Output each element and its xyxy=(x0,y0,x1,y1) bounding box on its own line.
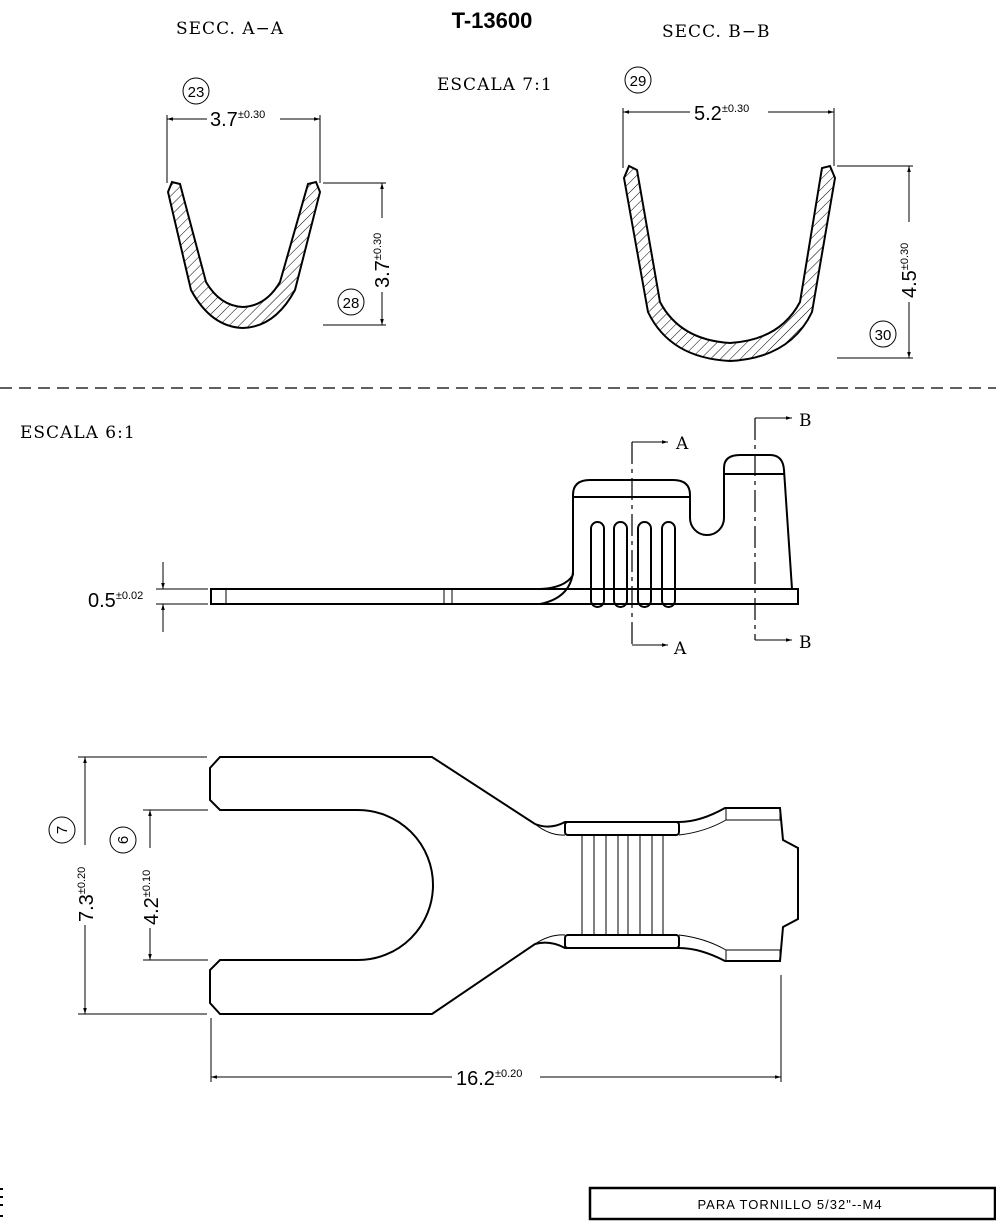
callout-7: 7 xyxy=(48,816,76,844)
svg-text:23: 23 xyxy=(188,84,205,101)
svg-text:29: 29 xyxy=(630,73,647,90)
svg-text:7: 7 xyxy=(54,826,71,834)
slot-width-tolerance: ±0.10 xyxy=(141,870,153,897)
callout-30: 30 xyxy=(869,320,897,348)
section-b-height-value: 4.5 xyxy=(899,270,921,298)
svg-text:3.7±0.30: 3.7±0.30 xyxy=(210,109,265,131)
margin-marks xyxy=(0,1188,3,1217)
section-a-width-value: 3.7 xyxy=(210,109,238,131)
slot-width-dimension: 4.2±0.10 xyxy=(141,809,208,961)
cut-b-bottom-label: B xyxy=(799,633,813,653)
callout-28: 28 xyxy=(337,288,365,316)
section-a-height-dimension: 3.7±0.30 xyxy=(323,182,394,326)
note-box: PARA TORNILLO 5/32"--M4 xyxy=(588,1186,996,1221)
section-a-label: SECC. A−A xyxy=(176,19,284,39)
callout-23: 23 xyxy=(182,77,210,105)
overall-width-dimension: 7.3±0.20 xyxy=(76,756,207,1015)
svg-text:6: 6 xyxy=(115,836,132,844)
scale-views-label: ESCALA 6:1 xyxy=(20,423,136,443)
slot-width-value: 4.2 xyxy=(141,897,163,925)
crimp-ribs-plan xyxy=(581,835,664,935)
svg-text:30: 30 xyxy=(875,327,892,344)
length-tolerance: ±0.20 xyxy=(495,1068,522,1080)
thickness-tolerance: ±0.02 xyxy=(116,590,143,602)
callout-6: 6 xyxy=(109,826,137,854)
overall-width-value: 7.3 xyxy=(76,894,98,922)
drawing-title: T-13600 xyxy=(452,8,533,33)
section-b-profile xyxy=(622,164,837,363)
overall-width-tolerance: ±0.20 xyxy=(76,867,88,894)
svg-text:3.7±0.30: 3.7±0.30 xyxy=(372,233,394,288)
section-a-profile xyxy=(166,180,322,330)
section-a-width-tolerance: ±0.30 xyxy=(238,109,265,121)
cut-line-b: B B xyxy=(754,411,813,653)
section-b-height-tolerance: ±0.30 xyxy=(899,243,911,270)
section-b-width-value: 5.2 xyxy=(694,103,722,125)
svg-text:16.2±0.20: 16.2±0.20 xyxy=(456,1068,522,1090)
svg-text:5.2±0.30: 5.2±0.30 xyxy=(694,103,749,125)
cut-line-a: A A xyxy=(631,434,689,659)
section-b-width-tolerance: ±0.30 xyxy=(722,103,749,115)
cut-a-top-label: A xyxy=(675,434,689,454)
section-b-label: SECC. B−B xyxy=(662,22,771,42)
section-b-width-dimension: 5.2±0.30 xyxy=(622,103,835,168)
svg-text:0.5±0.02: 0.5±0.02 xyxy=(88,590,143,612)
svg-text:28: 28 xyxy=(343,295,360,312)
length-dimension: 16.2±0.20 xyxy=(210,975,782,1090)
plan-view xyxy=(209,756,799,1015)
thickness-value: 0.5 xyxy=(88,590,116,612)
thickness-dimension: 0.5±0.02 xyxy=(88,562,208,632)
callout-29: 29 xyxy=(624,66,652,94)
section-a-height-value: 3.7 xyxy=(372,260,394,288)
section-a-height-tolerance: ±0.30 xyxy=(372,233,384,260)
cut-b-top-label: B xyxy=(799,411,813,431)
screw-note: PARA TORNILLO 5/32"--M4 xyxy=(697,1197,882,1212)
scale-sections-label: ESCALA 7:1 xyxy=(437,75,553,95)
crimp-ribs xyxy=(590,521,676,608)
svg-text:7.3±0.20: 7.3±0.20 xyxy=(76,867,98,922)
svg-text:4.2±0.10: 4.2±0.10 xyxy=(141,870,163,925)
side-view xyxy=(210,454,799,608)
section-a-width-dimension: 3.7±0.30 xyxy=(166,109,321,183)
svg-text:4.5±0.30: 4.5±0.30 xyxy=(899,243,921,298)
section-b-height-dimension: 4.5±0.30 xyxy=(837,165,921,359)
cut-a-bottom-label: A xyxy=(673,639,687,659)
length-value: 16.2 xyxy=(456,1068,495,1090)
